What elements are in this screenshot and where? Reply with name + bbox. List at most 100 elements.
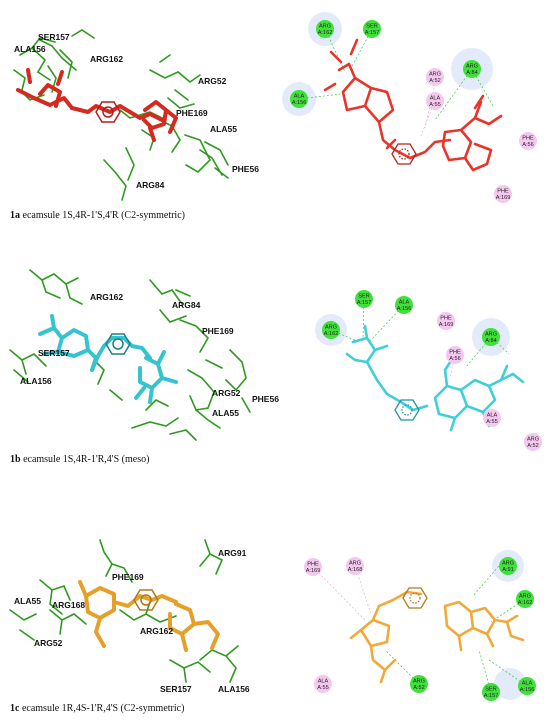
residue-name: ALA — [522, 681, 533, 687]
residue-badge-circle — [395, 296, 413, 314]
residue-id: A:91 — [502, 567, 514, 573]
label-ala156-1b: ALA156 — [20, 376, 52, 386]
label-arg162-1c: ARG162 — [140, 626, 173, 636]
residue-badge-circle — [494, 185, 512, 203]
residue-name: PHE — [449, 350, 461, 356]
residue-badge-circle — [410, 675, 428, 693]
label-phe169-1c: PHE169 — [112, 572, 144, 582]
residue-name: ALA — [318, 679, 329, 685]
ligand-2d-1c — [349, 590, 525, 684]
residue-name: PHE — [522, 136, 534, 142]
residue-name: ALA — [399, 300, 410, 306]
label-arg84: ARG84 — [136, 180, 165, 190]
ligand-2d-1b — [345, 324, 525, 432]
residue-id: A:55 — [317, 685, 329, 691]
panel-1c-3d: ARG91 PHE169 ALA55 ARG168 ARG52 ARG162 S… — [0, 510, 275, 700]
label-ala156: ALA156 — [14, 44, 46, 54]
vdw-lines-1c — [312, 565, 372, 621]
benzene-ring-2d-1c — [402, 587, 428, 609]
residue-name: ARG — [325, 325, 337, 331]
caption-1a: 1a ecamsule 1S,4R-1'S,4'R (C2-symmetric) — [10, 210, 185, 221]
label-ala55: ALA55 — [210, 124, 237, 134]
residue-id: A:168 — [348, 567, 363, 573]
residue-halos-1a — [282, 12, 493, 116]
residue-id: A:52 — [413, 685, 425, 691]
residue-name: PHE — [307, 562, 319, 568]
residue-badge-circle — [355, 290, 373, 308]
hbond-lines-1a — [298, 28, 494, 121]
label-arg91-1c: ARG91 — [218, 548, 247, 558]
panel-1b-3d-svg: ARG162 ARG84 PHE169 SER157 ALA156 ARG52 … — [9, 269, 279, 441]
residue-id: A:169 — [439, 322, 454, 328]
protein-residues-1b — [9, 269, 251, 441]
residue-name: ALA — [430, 96, 441, 102]
residue-badge-circle — [516, 590, 534, 608]
label-ala156-1c: ALA156 — [218, 684, 250, 694]
residue-badge-circle — [518, 677, 536, 695]
caption-1b: 1b ecamsule 1S,4R-1'R,4'S (meso) — [10, 454, 150, 465]
residue-name: ARG — [502, 561, 514, 567]
residue-id: A:162 — [318, 30, 333, 36]
residue-id: A:162 — [518, 600, 533, 606]
hbond-lines-1b — [330, 298, 510, 369]
ligand-1a — [16, 68, 178, 142]
residue-badge-circle — [499, 557, 517, 575]
residue-badge-circle — [290, 90, 308, 108]
ligand-1b — [38, 314, 178, 404]
residue-name: ALA — [294, 94, 305, 100]
protein-residues-1c — [9, 539, 239, 683]
label-arg52-1b: ARG52 — [212, 388, 241, 398]
residue-name: PHE — [497, 189, 509, 195]
residue-id: A:52 — [429, 78, 441, 84]
residue-id: A:156 — [520, 687, 535, 693]
residue-badge-circle — [483, 409, 501, 427]
residue-id: A:56 — [522, 142, 534, 148]
residue-id: A:84 — [485, 338, 497, 344]
residue-badge-circle — [322, 321, 340, 339]
panel-1c-2d-svg: PHEA:169ARGA:168ARGA:91ARGA:162ALAA:55AR… — [304, 550, 536, 701]
residue-badges-1a: ARGA:162SERA:157ALAA:156ARGA:52ARGA:84AL… — [290, 20, 537, 203]
residue-id: A:156 — [292, 100, 307, 106]
residue-name: ARG — [413, 679, 425, 685]
vdw-lines-1a — [419, 83, 436, 139]
label-phe56: PHE56 — [232, 164, 259, 174]
residue-name: PHE — [440, 316, 452, 322]
label-phe169-1b: PHE169 — [202, 326, 234, 336]
residue-name: ARG — [485, 332, 497, 338]
residue-id: A:56 — [449, 356, 461, 362]
residue-badge-circle — [446, 346, 464, 364]
residue-badge-circle — [363, 20, 381, 38]
ligand-1c — [78, 580, 220, 652]
residue-badge-circle — [316, 20, 334, 38]
panel-1b-3d: ARG162 ARG84 PHE169 SER157 ALA156 ARG52 … — [0, 250, 279, 455]
panel-1c-3d-svg: ARG91 PHE169 ALA55 ARG168 ARG52 ARG162 S… — [9, 539, 250, 694]
residue-name: ARG — [319, 24, 331, 30]
label-ser157: SER157 — [38, 32, 70, 42]
benzene-ring-1b — [105, 333, 131, 355]
residue-id: A:84 — [466, 70, 478, 76]
residue-name: ARG — [519, 594, 531, 600]
residue-id: A:156 — [397, 306, 412, 312]
residue-id: A:162 — [324, 331, 339, 337]
label-arg52-1c: ARG52 — [34, 638, 63, 648]
panel-1a-3d: SER157 ALA156 ARG162 ARG52 PHE169 ALA55 … — [0, 0, 275, 210]
residue-badge-circle — [346, 557, 364, 575]
residue-badge-circle — [426, 68, 444, 86]
